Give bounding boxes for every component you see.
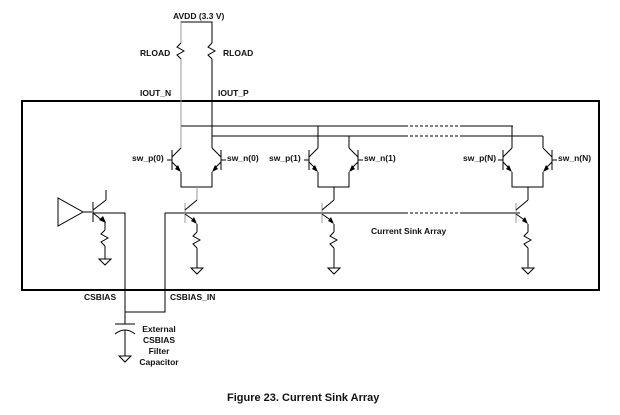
sink-cell-0: sw_p(0) sw_n(0) [132,126,259,275]
sw-p-label: sw_p(N) [463,153,496,163]
chip-boundary [21,100,600,291]
switch-transistor-p-icon [304,147,319,172]
supply-label: AVDD (3.3 V) [173,11,224,21]
emitter-resistor-icon [523,231,533,249]
sw-n-label: sw_n(N) [558,153,591,163]
emitter-resistor-icon [192,231,202,249]
iout-n-label: IOUT_N [140,88,171,98]
switch-transistor-p-icon [167,147,182,172]
ground-icon [520,267,536,275]
figure-caption: Figure 23. Current Sink Array [227,392,380,404]
bias-amplifier-icon [57,197,92,227]
switch-transistor-p-icon [498,147,513,172]
supply-rail [180,21,213,26]
sw-p-label: sw_p(0) [132,153,164,163]
csbias-in-label: CSBIAS_IN [170,292,215,302]
rload-left-resistor [176,22,186,126]
sw-n-label: sw_n(1) [364,153,396,163]
sw-n-label: sw_n(0) [227,153,259,163]
sink-cell-2: sw_p(N) sw_n(N) [463,126,591,275]
capacitor-label-line-1: External [142,324,176,334]
switch-transistor-n-icon [542,147,557,172]
iout-p-label: IOUT_P [218,88,249,98]
capacitor-label-line-3: Filter [149,346,170,356]
array-label: Current Sink Array [371,226,447,236]
sw-p-label: sw_p(1) [269,153,301,163]
sink-cell-1: sw_p(1) sw_n(1) [269,126,396,275]
capacitor-label-line-4: Capacitor [139,357,179,367]
rload-left-label: RLOAD [140,48,170,58]
csbias-label: CSBIAS [84,292,116,302]
switch-transistor-n-icon [348,147,363,172]
sink-transistor-icon [515,187,529,224]
ground-icon [189,267,205,275]
rload-right-resistor [207,26,217,136]
sink-transistor-icon [184,187,198,224]
external-capacitor-icon [114,312,136,363]
emitter-resistor-icon [329,231,339,249]
capacitor-label-line-2: CSBIAS [143,335,175,345]
ground-icon [326,267,342,275]
rload-right-label: RLOAD [223,48,253,58]
sink-transistor-icon [321,187,335,224]
switch-transistor-n-icon [211,147,226,172]
